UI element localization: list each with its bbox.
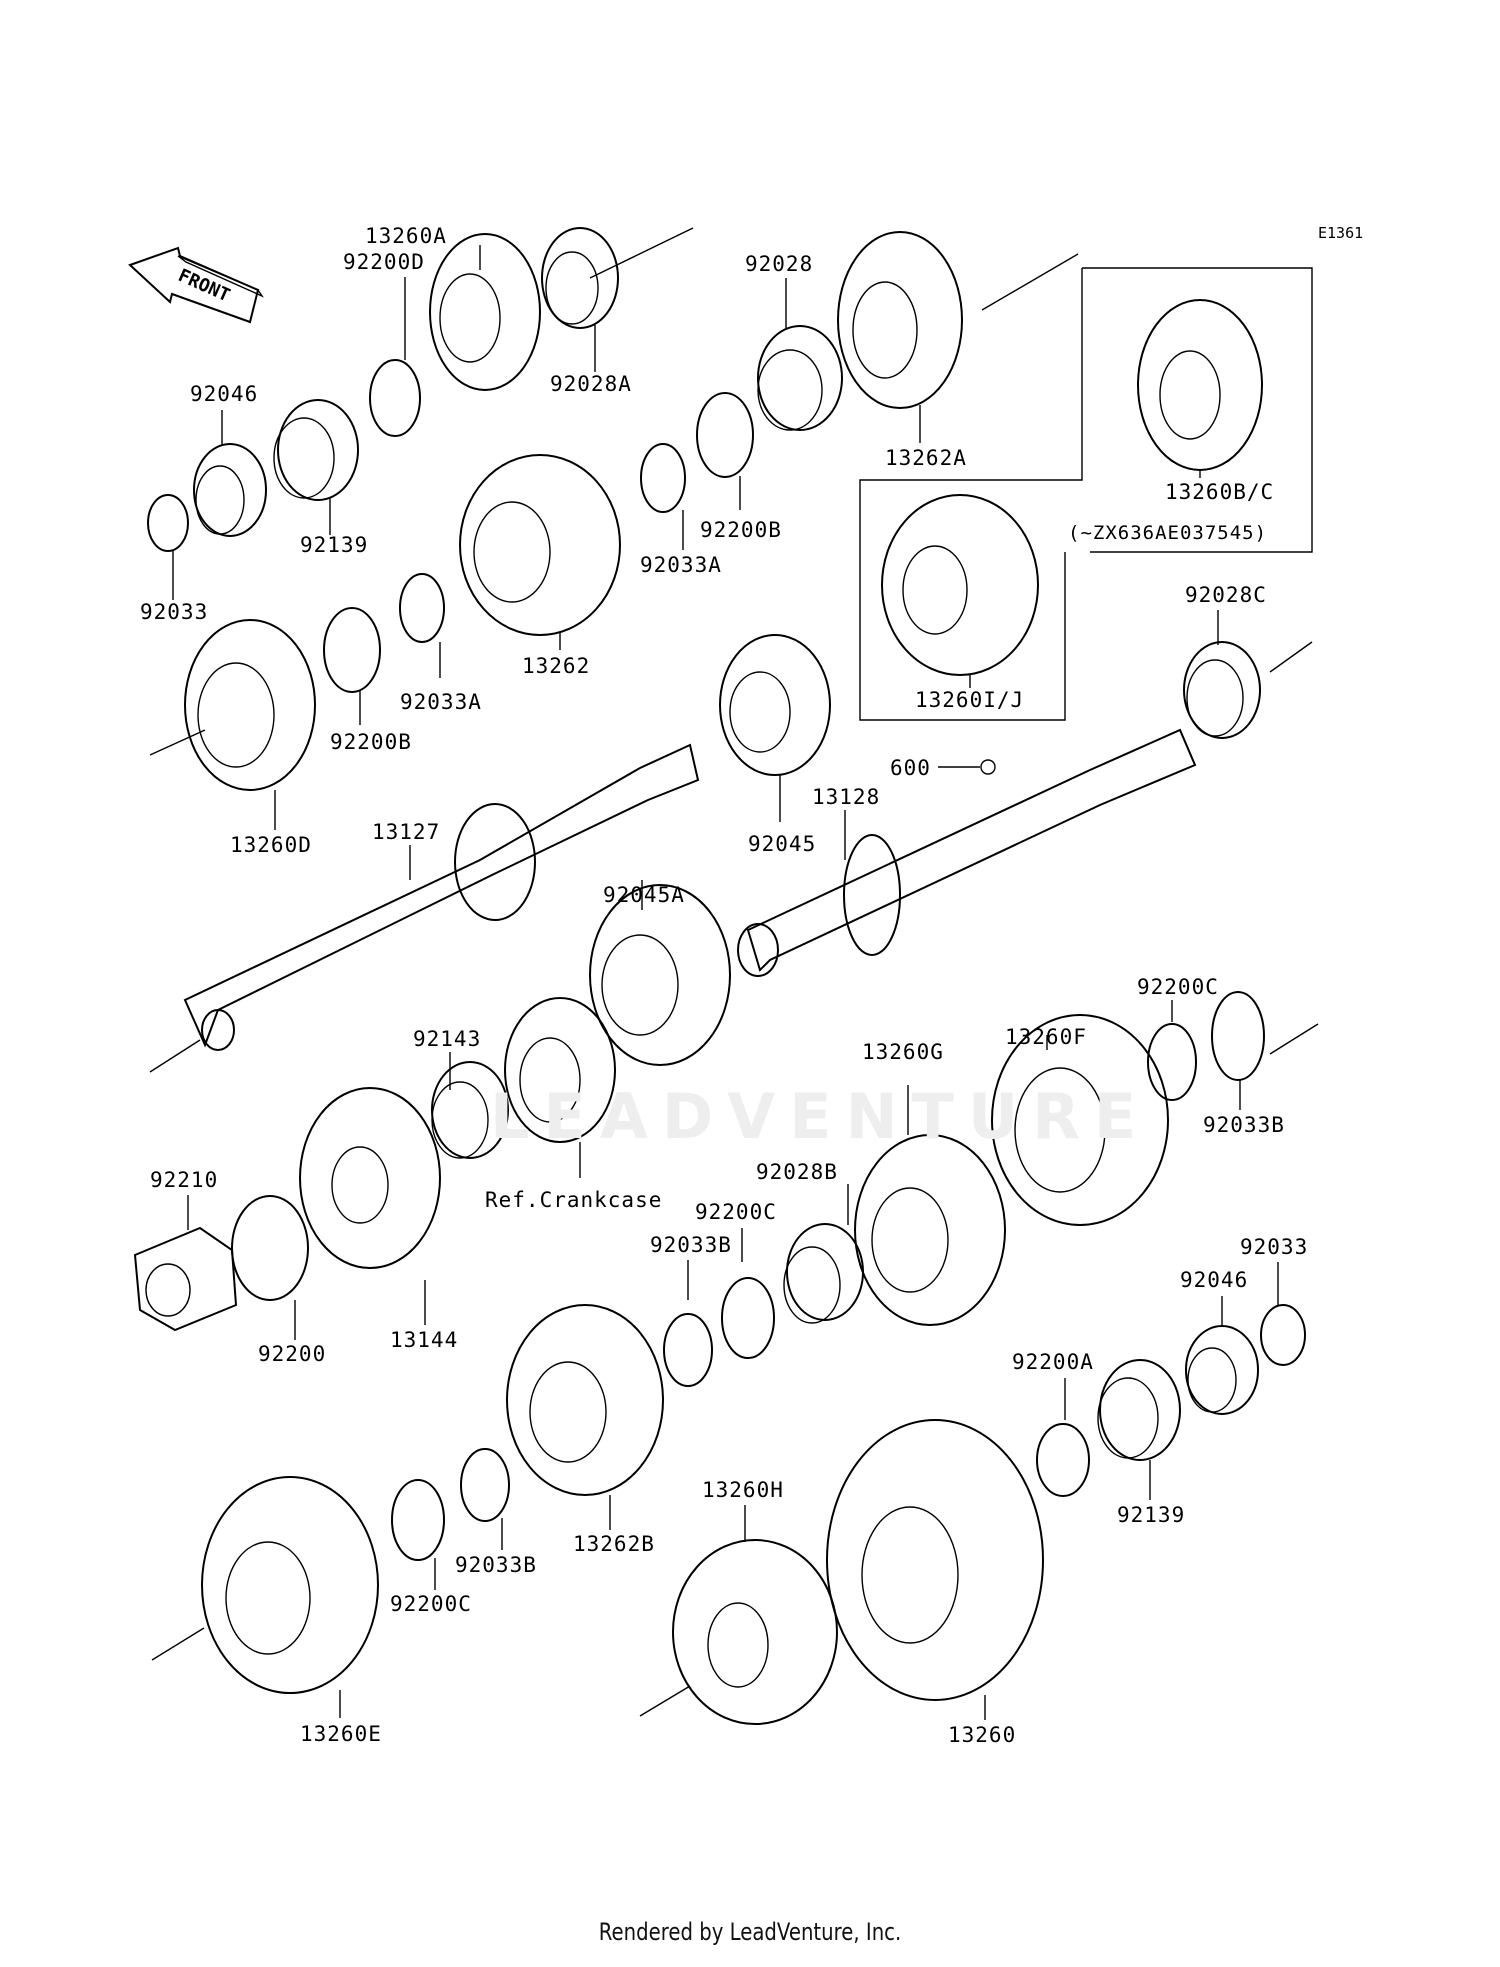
seal-92143-icon: [504, 997, 616, 1143]
bearing-92045A-icon: [589, 884, 731, 1066]
washer-92200C-mid-icon: [721, 1277, 775, 1359]
gear-13262B-icon: [506, 1304, 664, 1496]
part-label-92033-top[interactable]: 92033: [140, 600, 209, 624]
shaft-13128-icon: [737, 728, 1197, 977]
part-label-92045A[interactable]: 92045A: [603, 883, 685, 907]
part-label-92028B[interactable]: 92028B: [756, 1160, 838, 1184]
part-label-92046-top[interactable]: 92046: [190, 382, 259, 406]
part-label-13260BC[interactable]: 13260B/C: [1165, 480, 1275, 504]
part-label-92210[interactable]: 92210: [150, 1168, 219, 1192]
part-label-92139-top[interactable]: 92139: [300, 533, 369, 557]
part-label-92200C-low[interactable]: 92200C: [390, 1592, 472, 1616]
part-label-92200D[interactable]: 92200D: [343, 250, 425, 274]
part-label-13262B[interactable]: 13262B: [573, 1532, 655, 1556]
part-label-92200A[interactable]: 92200A: [1012, 1350, 1094, 1374]
circlip-92033B-low-icon: [460, 1448, 510, 1522]
part-label-13127[interactable]: 13127: [372, 820, 441, 844]
part-label-92200[interactable]: 92200: [258, 1342, 327, 1366]
leader-lines: [172, 245, 1279, 1720]
bearing-92028A-icon: [541, 227, 619, 329]
part-label-92045[interactable]: 92045: [748, 832, 817, 856]
part-label-92033A-top[interactable]: 92033A: [640, 553, 722, 577]
circlip-92033A-top-icon: [640, 443, 686, 513]
gear-13260G-icon: [854, 1134, 1006, 1326]
bearing-92045-icon: [719, 634, 831, 776]
circlip-92033-bottom-icon: [1260, 1304, 1306, 1366]
part-label-92033A-mid[interactable]: 92033A: [400, 690, 482, 714]
part-label-92033B-low[interactable]: 92033B: [455, 1553, 537, 1577]
watermark: LEADVENTURE: [490, 1080, 1151, 1153]
bushing-92028-icon: [757, 325, 843, 431]
part-label-13260D[interactable]: 13260D: [230, 833, 312, 857]
collar-92028C-icon: [1183, 641, 1261, 739]
gear-13262-icon: [459, 454, 621, 636]
collar-92139-top-icon: [273, 399, 359, 501]
part-label-13128[interactable]: 13128: [812, 785, 881, 809]
gear-13260A-icon: [429, 233, 541, 391]
gear-13262A-icon: [837, 231, 963, 409]
part-label-92200C-mid[interactable]: 92200C: [695, 1200, 777, 1224]
part-label-92200B-top[interactable]: 92200B: [700, 518, 782, 542]
part-label-92033-bottom[interactable]: 92033: [1240, 1235, 1309, 1259]
front-label: FRONT: [175, 265, 233, 306]
ball-600-icon: [980, 759, 996, 775]
washer-92200C-right-icon: [1147, 1023, 1197, 1101]
circlip-92033-top-icon: [147, 494, 189, 552]
shaft-13127-icon: [183, 743, 700, 1051]
washer-92200-icon: [231, 1195, 309, 1301]
bearing-92046-bottom-icon: [1185, 1325, 1259, 1415]
washer-92200D-icon: [369, 359, 421, 437]
collar-92139-bottom-icon: [1097, 1359, 1181, 1461]
part-label-92028A[interactable]: 92028A: [550, 372, 632, 396]
washer-92200B-mid-icon: [323, 607, 381, 693]
variant-box-lower: [859, 268, 1083, 721]
washer-92200B-top-icon: [696, 392, 754, 478]
gear-13260F-icon: [991, 1014, 1169, 1226]
part-label-13260F[interactable]: 13260F: [1005, 1025, 1087, 1049]
variant-note: (~ZX636AE037545): [1068, 522, 1268, 544]
gear-13260E-icon: [201, 1476, 379, 1694]
circlip-92033A-mid-icon: [399, 573, 445, 643]
bearing-92046-top-icon: [193, 443, 267, 537]
collar-92143-icon: [431, 1061, 509, 1159]
part-label-13260A[interactable]: 13260A: [365, 224, 447, 248]
part-label-600[interactable]: 600: [890, 756, 931, 780]
part-label-92046-bottom[interactable]: 92046: [1180, 1268, 1249, 1292]
nut-92210-icon: [133, 1226, 238, 1332]
washer-92200A-icon: [1036, 1423, 1090, 1497]
circlip-92033B-right-icon: [1211, 991, 1265, 1081]
gear-13260D-icon: [184, 619, 316, 791]
diagram-code: E1361: [1318, 224, 1364, 242]
gear-13260-icon: [826, 1419, 1044, 1701]
part-label-13144[interactable]: 13144: [390, 1328, 459, 1352]
part-label-92200B-mid[interactable]: 92200B: [330, 730, 412, 754]
part-label-13262[interactable]: 13262: [522, 654, 591, 678]
gear-13260BC-icon: [1137, 299, 1263, 471]
part-label-13260[interactable]: 13260: [948, 1723, 1017, 1747]
part-label-92028C[interactable]: 92028C: [1185, 583, 1267, 607]
part-label-92033B-mid[interactable]: 92033B: [650, 1233, 732, 1257]
part-label-92200C-right[interactable]: 92200C: [1137, 975, 1219, 999]
part-label-13260E[interactable]: 13260E: [300, 1722, 382, 1746]
front-arrow-icon: [128, 246, 264, 324]
variant-box: [1082, 267, 1313, 553]
circlip-92033B-mid-icon: [663, 1313, 713, 1387]
bearing-92028B-icon: [783, 1223, 864, 1324]
reference-crankcase: Ref.Crankcase: [485, 1188, 663, 1212]
washer-92200C-low-icon: [391, 1479, 445, 1561]
part-label-92143[interactable]: 92143: [413, 1027, 482, 1051]
part-label-92028[interactable]: 92028: [745, 252, 814, 276]
part-label-92033B-right[interactable]: 92033B: [1203, 1113, 1285, 1137]
gear-13260IJ-icon: [881, 494, 1039, 676]
part-label-92139-bottom[interactable]: 92139: [1117, 1503, 1186, 1527]
part-label-13260IJ[interactable]: 13260I/J: [915, 688, 1025, 712]
sprocket-13144-icon: [299, 1087, 441, 1269]
part-label-13260G[interactable]: 13260G: [862, 1040, 944, 1064]
footer-credit: Rendered by LeadVenture, Inc.: [598, 1918, 902, 1946]
gear-13260H-icon: [672, 1539, 838, 1725]
part-label-13262A[interactable]: 13262A: [885, 446, 967, 470]
part-label-13260H[interactable]: 13260H: [702, 1478, 784, 1502]
